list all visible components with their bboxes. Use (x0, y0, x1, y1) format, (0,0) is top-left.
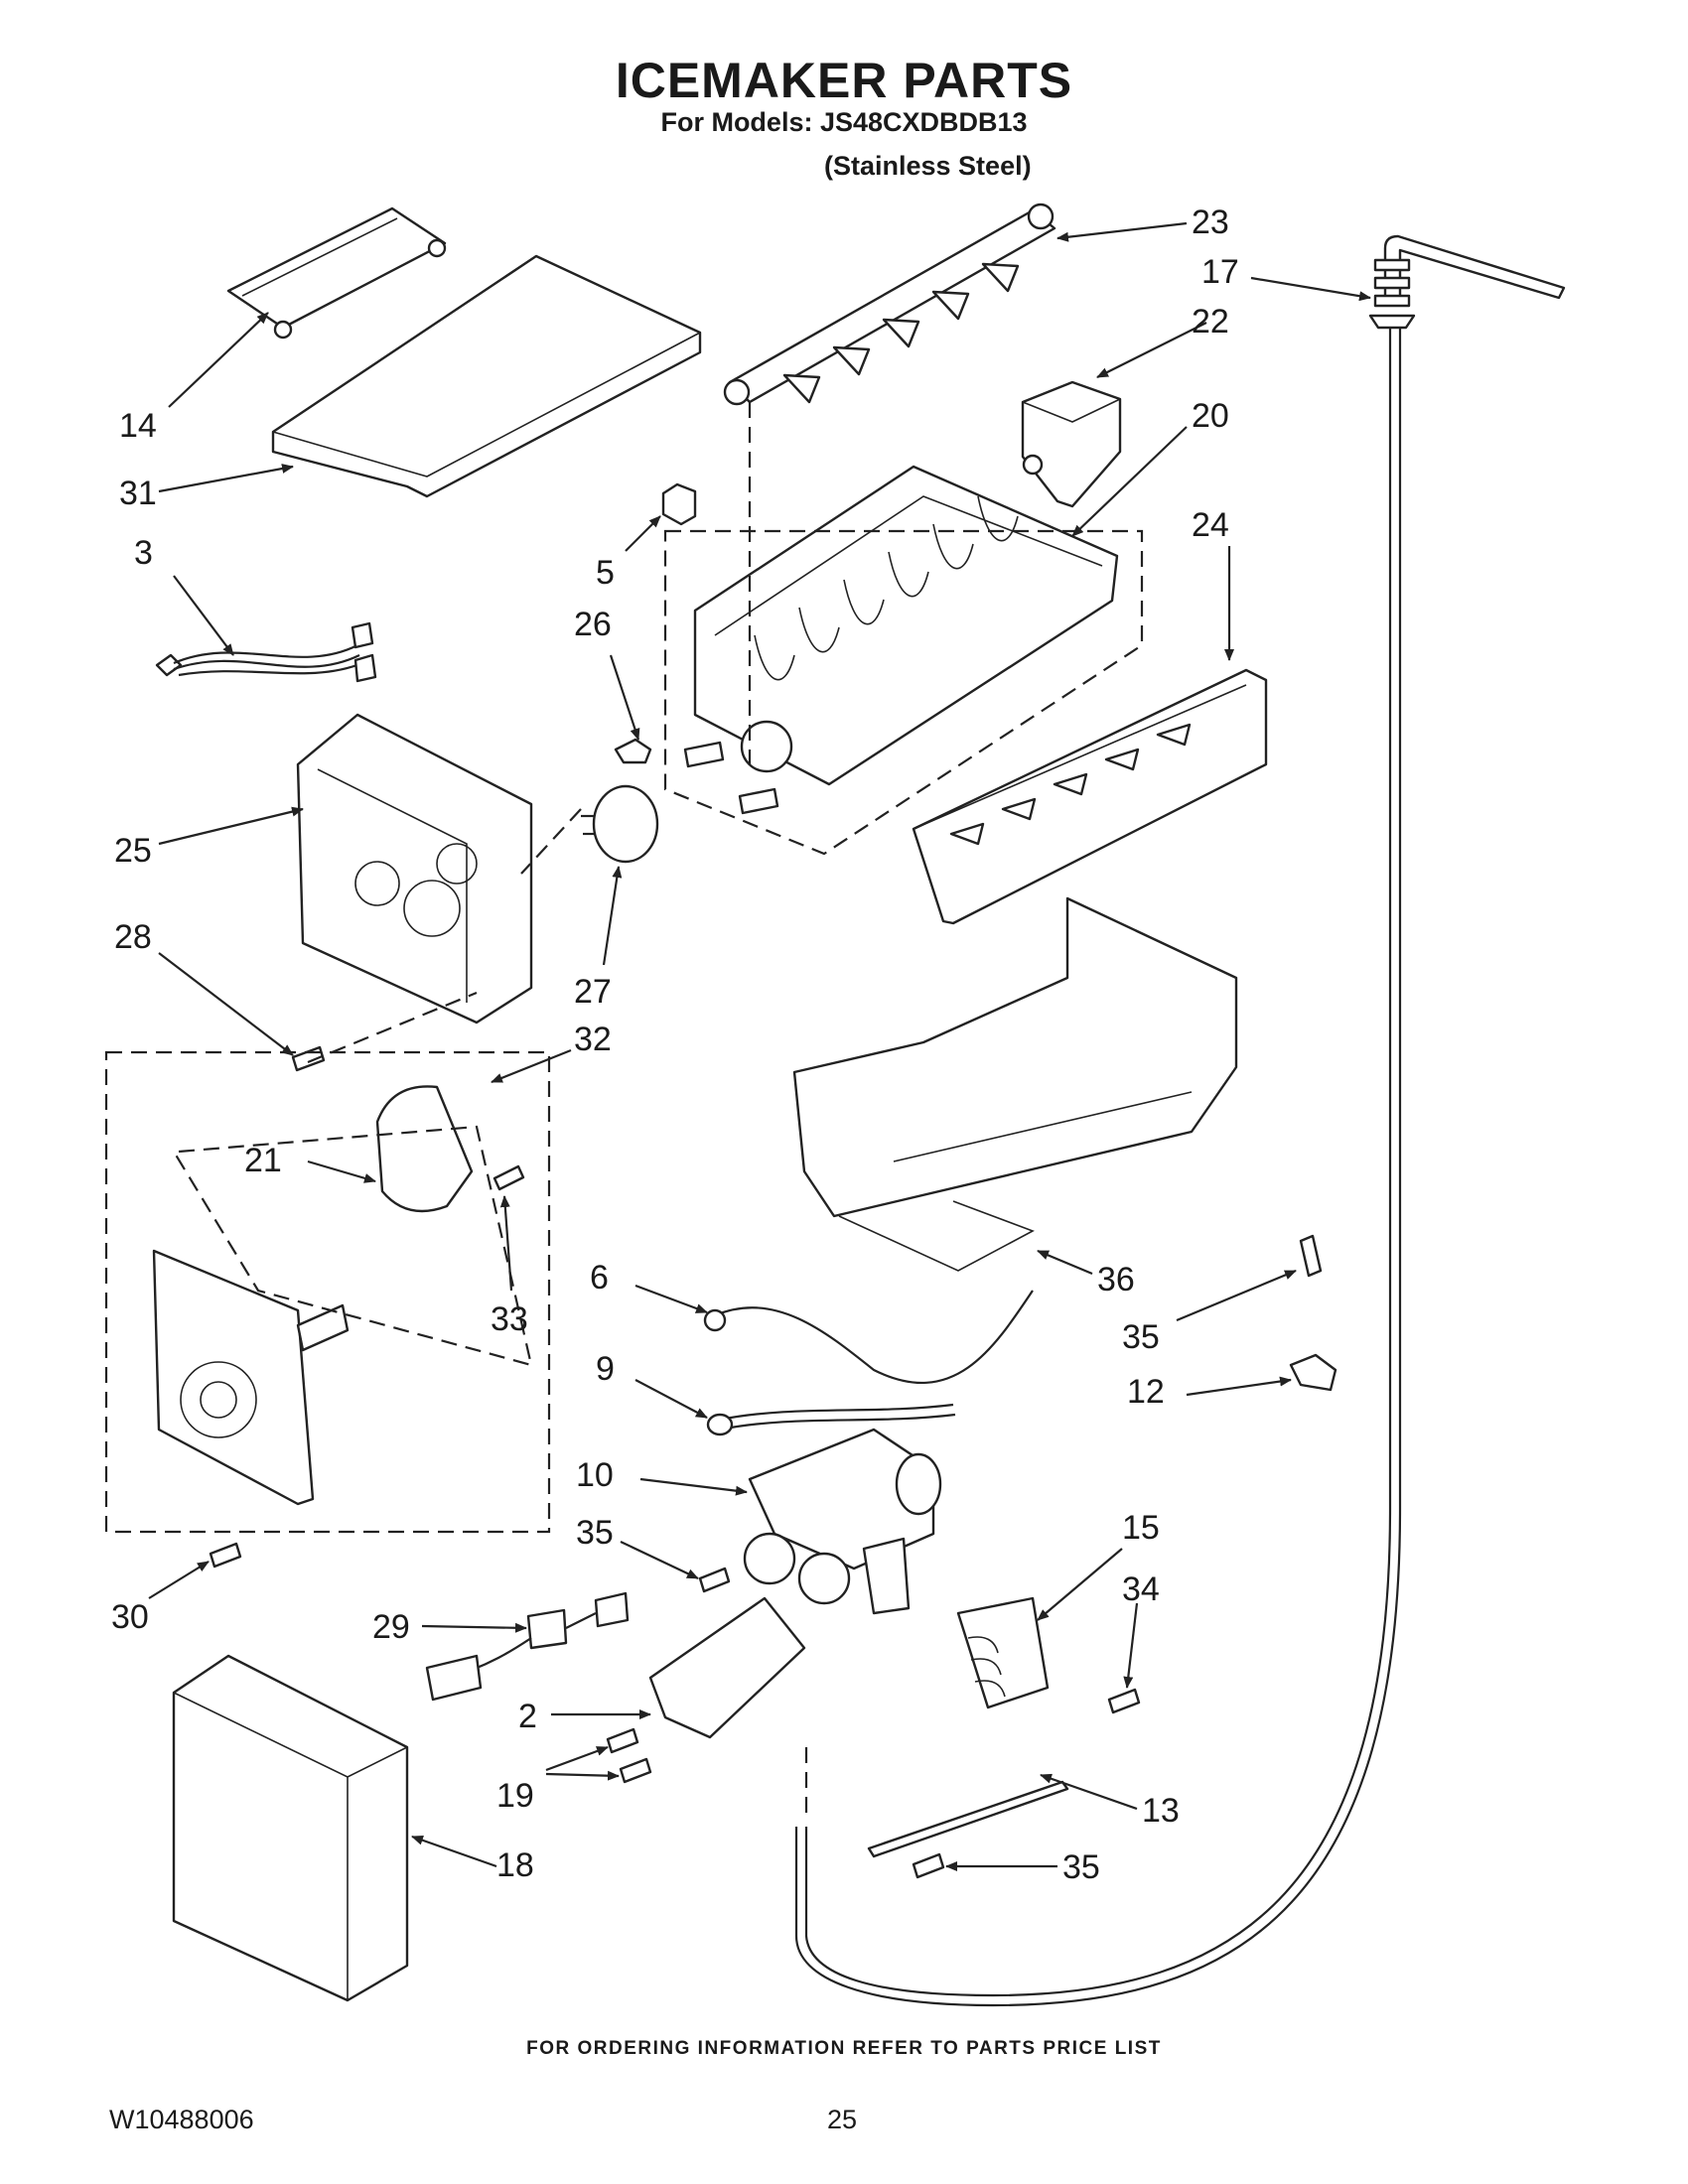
fill-tube-part (1368, 234, 1566, 330)
harness-part (425, 1591, 630, 1702)
control-housing-part (296, 713, 533, 1024)
icemaker-cover-part (271, 254, 702, 498)
tube-bracket-part (956, 1596, 1050, 1709)
fill-cup-part (1021, 380, 1122, 508)
tube-end (703, 1308, 727, 1332)
callout-31: 31 (119, 475, 157, 512)
callout-14: 14 (119, 407, 157, 445)
callout-24: 24 (1192, 506, 1229, 544)
finish-variant: (Stainless Steel) (824, 151, 1032, 181)
clip-part (661, 482, 697, 526)
callout-2: 2 (518, 1698, 537, 1735)
callout-22: 22 (1192, 303, 1229, 341)
callout-23: 23 (1192, 204, 1229, 241)
ice-mold-part (683, 465, 1119, 815)
module-group-outline (104, 1050, 551, 1534)
small-clip-part (614, 738, 652, 764)
screw-part-35b (1299, 1234, 1323, 1278)
callout-3: 3 (134, 534, 153, 572)
callout-19: 19 (496, 1777, 534, 1815)
leader-arrows (148, 221, 1371, 1871)
module-plate-part (152, 1249, 350, 1506)
callout-35-valve: 35 (576, 1514, 614, 1552)
assembly-lines (173, 402, 1144, 1817)
screw-part-34 (1107, 1688, 1141, 1714)
callout-18: 18 (496, 1846, 534, 1884)
retainer-strip-part (867, 1780, 1069, 1858)
screw-part-35c (912, 1852, 945, 1879)
page-number: 25 (827, 2105, 858, 2134)
screw-part-19a (606, 1727, 639, 1754)
callout-15: 15 (1122, 1509, 1160, 1547)
callout-29: 29 (372, 1608, 410, 1646)
tube-clamp-part (1289, 1353, 1337, 1392)
callout-9: 9 (596, 1350, 615, 1388)
screw-part-33 (492, 1164, 525, 1191)
callout-13: 13 (1142, 1792, 1180, 1830)
inlet-tube-part (706, 1403, 956, 1436)
ordering-note: FOR ORDERING INFORMATION REFER TO PARTS … (526, 2038, 1162, 2059)
thermostat-part (581, 784, 659, 864)
screw-part-30 (209, 1542, 242, 1569)
water-tube-part (714, 1290, 1034, 1384)
callout-32: 32 (574, 1021, 612, 1058)
mounting-tray-part (792, 896, 1238, 1272)
callout-30: 30 (111, 1598, 149, 1636)
callout-6: 6 (590, 1259, 609, 1297)
callout-27: 27 (574, 973, 612, 1011)
callout-17: 17 (1201, 253, 1239, 291)
ejector-part (723, 203, 1056, 406)
callout-28: 28 (114, 918, 152, 956)
water-valve-part (743, 1428, 942, 1615)
callout-labels: 23 17 22 20 14 31 5 24 3 26 25 28 27 32 … (111, 204, 1239, 1886)
callout-21: 21 (244, 1142, 282, 1179)
motor-part (375, 1085, 474, 1213)
fill-tube-line (804, 328, 1392, 1997)
callout-35-right: 35 (1122, 1318, 1160, 1356)
callout-26: 26 (574, 606, 612, 643)
callout-12: 12 (1127, 1373, 1165, 1411)
fill-tube-line-inner (794, 328, 1402, 2007)
callout-10: 10 (576, 1456, 614, 1494)
page-title: ICEMAKER PARTS (615, 53, 1073, 108)
screw-part-35a (698, 1567, 731, 1593)
shelf-bracket-part (226, 206, 447, 340)
callout-35-bottom: 35 (1062, 1848, 1100, 1886)
callout-34: 34 (1122, 1570, 1160, 1608)
stripper-part (912, 668, 1268, 925)
model-subtitle: For Models: JS48CXDBDB13 (660, 107, 1028, 137)
callout-36: 36 (1097, 1261, 1135, 1298)
callout-5: 5 (596, 554, 615, 592)
cover-box-part (172, 1654, 409, 2002)
document-number: W10488006 (109, 2105, 254, 2134)
callout-25: 25 (114, 832, 152, 870)
callout-20: 20 (1192, 397, 1229, 435)
callout-33: 33 (491, 1300, 528, 1338)
wire-harness-part (155, 621, 377, 683)
valve-bracket-part (648, 1596, 806, 1739)
screw-part-19b (619, 1757, 652, 1784)
